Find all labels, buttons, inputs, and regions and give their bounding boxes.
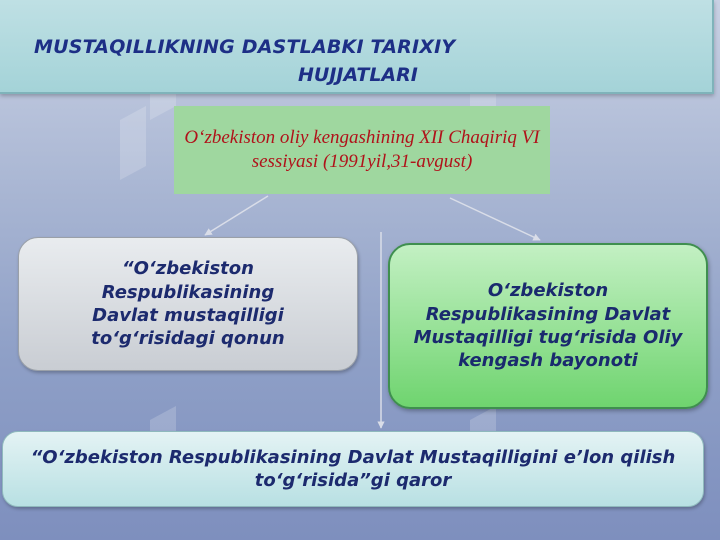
session-box: O‘zbekiston oliy kengashining XII Chaqir… [174, 106, 550, 194]
resolution-text: “O‘zbekiston Respublikasining Davlat Mus… [30, 446, 676, 491]
statement-box: O‘zbekiston Respublikasining Davlat Must… [388, 243, 708, 409]
connector-to-left [204, 195, 269, 236]
statement-text: O‘zbekiston Respublikasining Davlat Must… [413, 280, 683, 372]
title-banner: MUSTAQILLIKNING DASTLABKI TARIXIY HUJJAT… [0, 0, 714, 94]
law-box: “O‘zbekiston Respublikasining Davlat mus… [18, 237, 358, 371]
page-title-line1: MUSTAQILLIKNING DASTLABKI TARIXIY [34, 36, 456, 58]
connector-to-right [449, 197, 541, 241]
law-text: “O‘zbekiston Respublikasining Davlat mus… [91, 258, 285, 350]
page-title-line2: HUJJATLARI [298, 64, 418, 86]
session-text: O‘zbekiston oliy kengashining XII Chaqir… [184, 127, 540, 172]
resolution-box: “O‘zbekiston Respublikasining Davlat Mus… [2, 431, 704, 507]
